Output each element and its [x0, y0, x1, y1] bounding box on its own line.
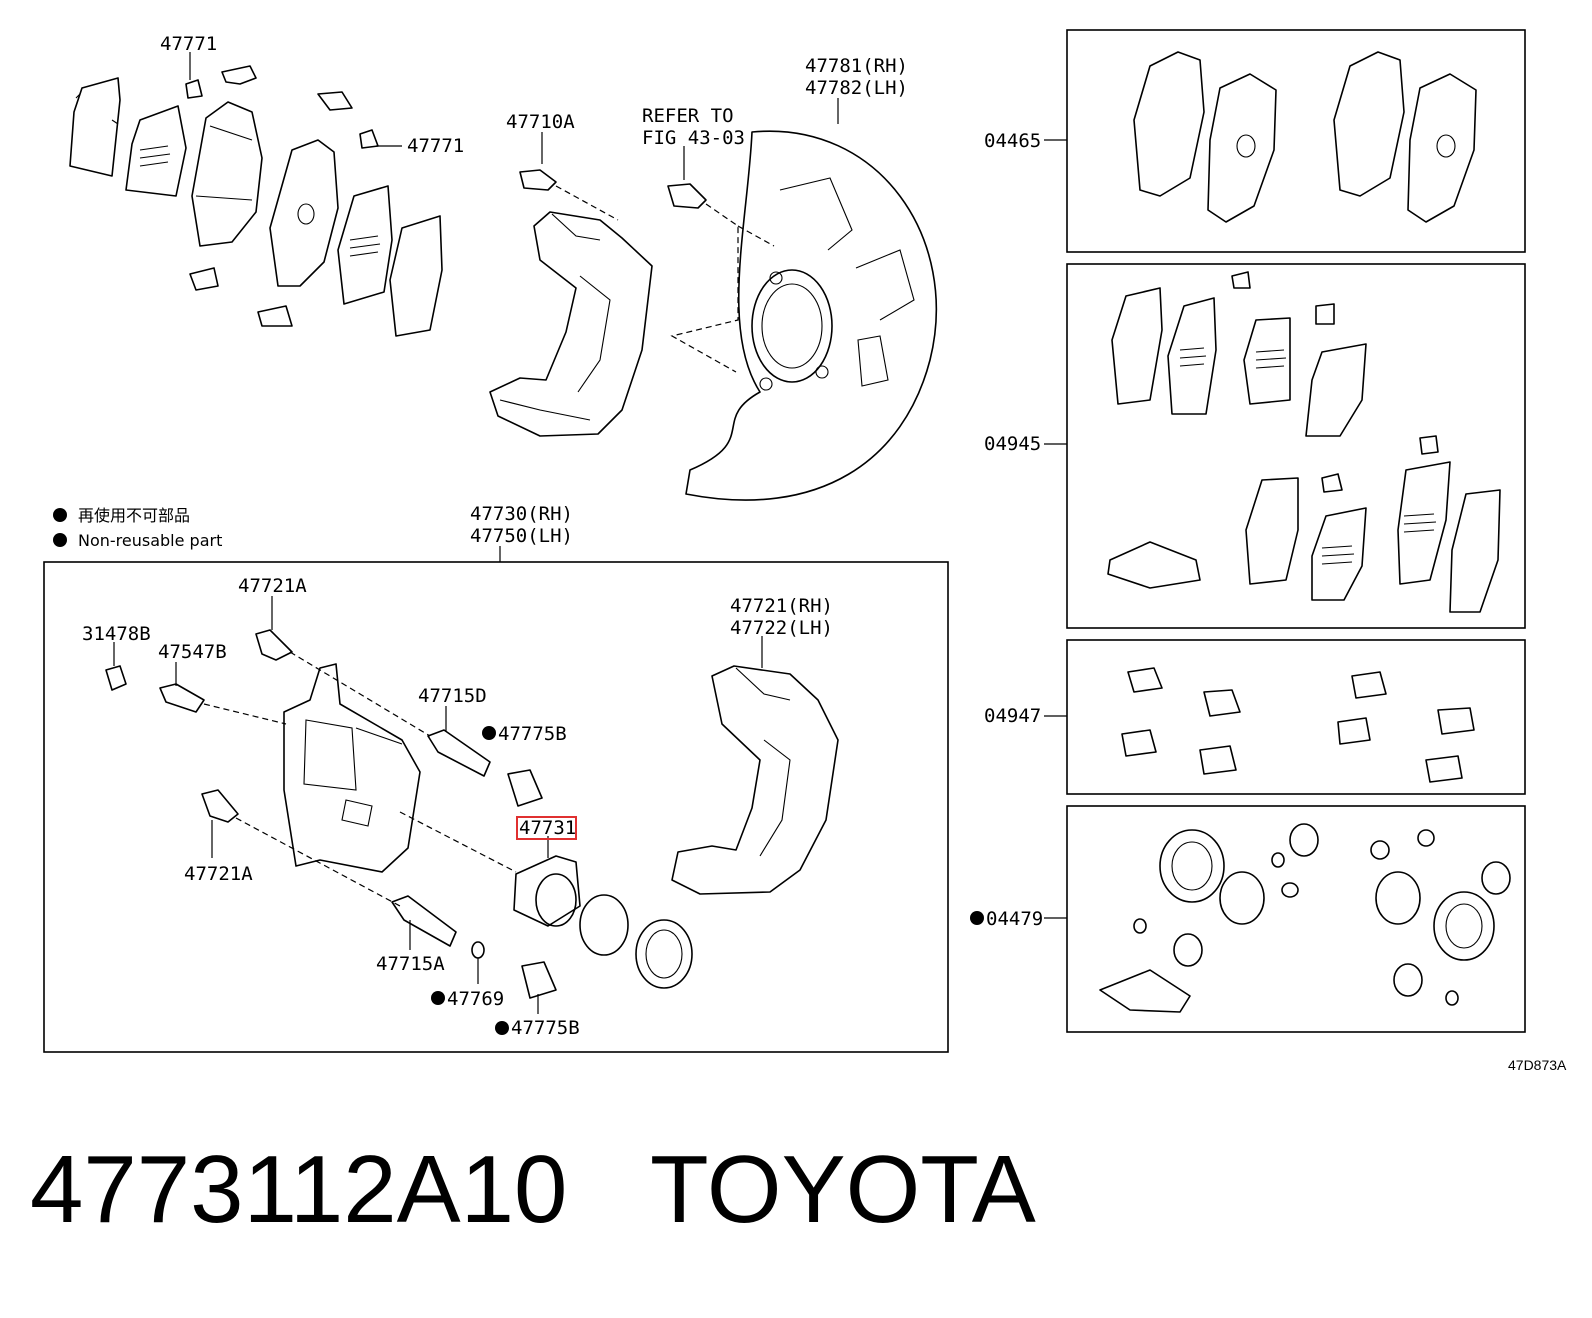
kit-code-04479: 04479	[986, 908, 1043, 930]
label-caliper-assy-lh: 47750(LH)	[470, 525, 573, 547]
label-piston-47731: 47731	[519, 817, 576, 839]
legend-english: Non-reusable part	[78, 531, 222, 550]
kit-box-04947	[1066, 639, 1526, 795]
brake-pad-set-illustration	[69, 65, 443, 337]
clip-kit-illustration	[1121, 667, 1475, 783]
piston-illustration	[513, 855, 581, 927]
label-clip-47771-right: 47771	[407, 135, 464, 157]
label-boot-47775B-upper: 47775B	[498, 723, 567, 745]
non-reusable-marker-icon	[495, 1021, 509, 1035]
label-mounting-rh: 47721(RH)	[730, 595, 833, 617]
label-cover-lh: 47782(LH)	[805, 77, 908, 99]
kit-box-04479	[1066, 805, 1526, 1033]
legend-japanese: 再使用不可部品	[78, 506, 190, 525]
label-bushing-47769: 47769	[447, 988, 504, 1010]
label-bolt-47710A: 47710A	[506, 111, 575, 133]
kit-code-04465: 04465	[984, 130, 1041, 152]
label-bolt-47721A-upper: 47721A	[238, 575, 307, 597]
figure-id: 47D873A	[1508, 1057, 1567, 1073]
non-reusable-marker-icon	[482, 726, 496, 740]
label-bolt-47721A-lower: 47721A	[184, 863, 253, 885]
label-mounting-lh: 47722(LH)	[730, 617, 833, 639]
footer-brand: TOYOTA	[650, 1136, 1036, 1243]
piston-seal-illustration	[579, 894, 629, 956]
pad-kit-illustration	[1133, 51, 1477, 223]
label-cover-rh: 47781(RH)	[805, 55, 908, 77]
piston-boot-illustration	[635, 919, 693, 989]
kit-code-04945: 04945	[984, 433, 1041, 455]
label-bleeder-cap-31478B: 31478B	[82, 623, 151, 645]
label-clip-47771-top: 47771	[160, 33, 217, 55]
label-pin-47715A: 47715A	[376, 953, 445, 975]
label-pin-47715D: 47715D	[418, 685, 487, 707]
kit-box-04945	[1066, 263, 1526, 629]
non-reusable-marker-icon	[970, 911, 984, 925]
kit-box-04465	[1066, 29, 1526, 253]
kit-code-04947: 04947	[984, 705, 1041, 727]
label-refer-line1: REFER TO	[642, 105, 734, 127]
caliper-assembly-frame	[43, 561, 949, 1053]
shim-kit-illustration	[1107, 271, 1501, 613]
dust-cover-illustration	[685, 130, 938, 501]
mounting-illustration	[671, 665, 839, 895]
footer-part-number: 4773112A10	[30, 1136, 567, 1243]
non-reusable-marker-icon	[53, 508, 67, 522]
label-caliper-assy-rh: 47730(RH)	[470, 503, 573, 525]
caliper-mounting-illustration	[489, 169, 707, 437]
caliper-body-illustration	[283, 663, 421, 873]
label-bleeder-plug-47547B: 47547B	[158, 641, 227, 663]
non-reusable-marker-icon	[53, 533, 67, 547]
seal-kit-illustration	[1099, 823, 1511, 1013]
label-refer-line2: FIG 43-03	[642, 127, 745, 149]
label-boot-47775B-lower: 47775B	[511, 1017, 580, 1039]
non-reusable-marker-icon	[431, 991, 445, 1005]
highlight-box-piston	[516, 816, 577, 840]
